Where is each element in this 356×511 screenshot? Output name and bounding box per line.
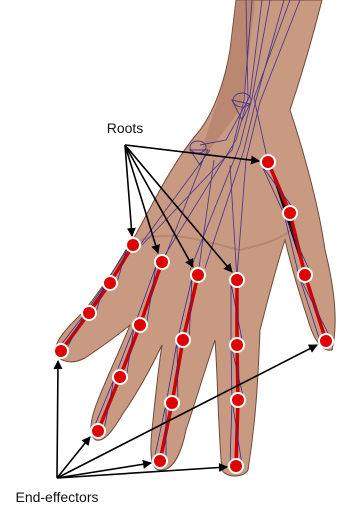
ring-joint-2	[133, 318, 147, 332]
pinky-root-joint	[126, 238, 140, 252]
pinky-end-effector	[54, 344, 68, 358]
thumb-end-effector	[319, 334, 333, 348]
end-effector-arrow-index	[57, 467, 227, 478]
roots-label: Roots	[107, 120, 144, 136]
end-effectors-label: End-effectors	[15, 489, 98, 505]
middle-end-effector	[153, 454, 167, 468]
ring-root-joint	[155, 255, 169, 269]
index-root-joint	[230, 273, 244, 287]
thumb-root-joint	[261, 155, 275, 169]
end-effector-arrow-pinky	[57, 361, 58, 478]
index-joint-2	[230, 338, 244, 352]
middle-joint-3	[165, 396, 179, 410]
index-end-effector	[229, 459, 243, 473]
thumb-joint-3	[298, 268, 312, 282]
middle-root-joint	[191, 268, 205, 282]
index-joint-3	[231, 393, 245, 407]
thumb-joint-2	[283, 206, 297, 220]
pinky-joint-3	[82, 306, 96, 320]
ring-joint-3	[113, 370, 127, 384]
ring-end-effector	[91, 424, 105, 438]
end-effector-arrow-ring	[57, 437, 90, 478]
pinky-joint-2	[103, 276, 117, 290]
middle-joint-2	[176, 333, 190, 347]
